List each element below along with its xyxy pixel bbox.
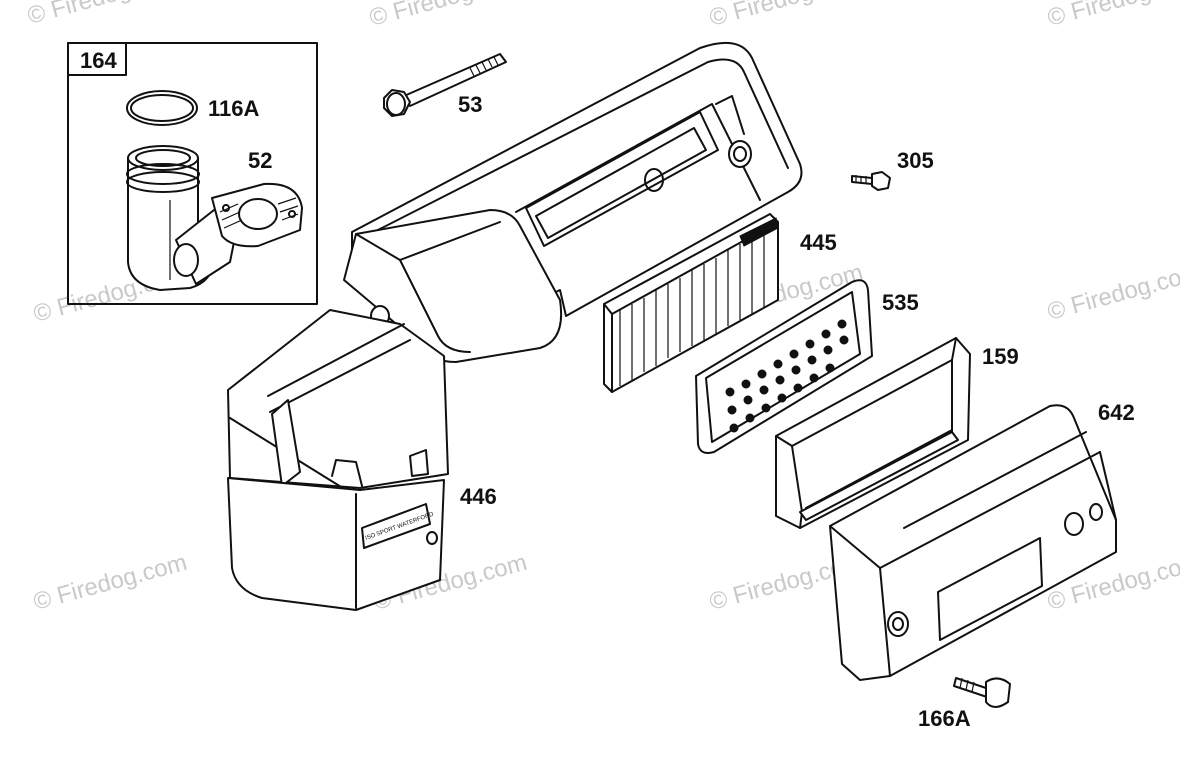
flange-gasket-52: [211, 182, 303, 248]
label-446: 446: [460, 484, 497, 509]
watermark: © Firedog.com: [1045, 259, 1180, 326]
o-ring-116a: [126, 90, 198, 126]
seal-frame-159: [775, 337, 971, 529]
air-cleaner-base-446: ISO SPORT WATERFORD: [227, 41, 803, 611]
watermark: © Firedog.com: [707, 0, 866, 32]
label-305: 305: [897, 148, 934, 173]
label-166a: 166A: [918, 706, 971, 731]
label-116a: 116A: [208, 96, 259, 121]
label-159: 159: [982, 344, 1019, 369]
filter-cartridge-535: [695, 279, 873, 454]
short-screw-305: [851, 171, 891, 191]
long-bolt-53: [383, 53, 507, 117]
label-535: 535: [882, 290, 919, 315]
knob-screw-166a: [953, 677, 1011, 708]
label-52: 52: [248, 148, 272, 173]
watermark: © Firedog.com: [25, 0, 184, 30]
inset-number: 164: [80, 48, 117, 73]
inset-kit-164: 164 116A: [67, 42, 318, 305]
label-445: 445: [800, 230, 837, 255]
inset-frame: [67, 42, 318, 305]
watermark: © Firedog.com: [367, 0, 526, 32]
cover-642: [829, 404, 1117, 681]
watermark: © Firedog.com: [31, 549, 190, 616]
label-642: 642: [1098, 400, 1135, 425]
pre-filter-445: [603, 213, 779, 393]
inset-number-box: [67, 42, 127, 76]
watermark: © Firedog.com: [1045, 0, 1180, 32]
label-53: 53: [458, 92, 482, 117]
